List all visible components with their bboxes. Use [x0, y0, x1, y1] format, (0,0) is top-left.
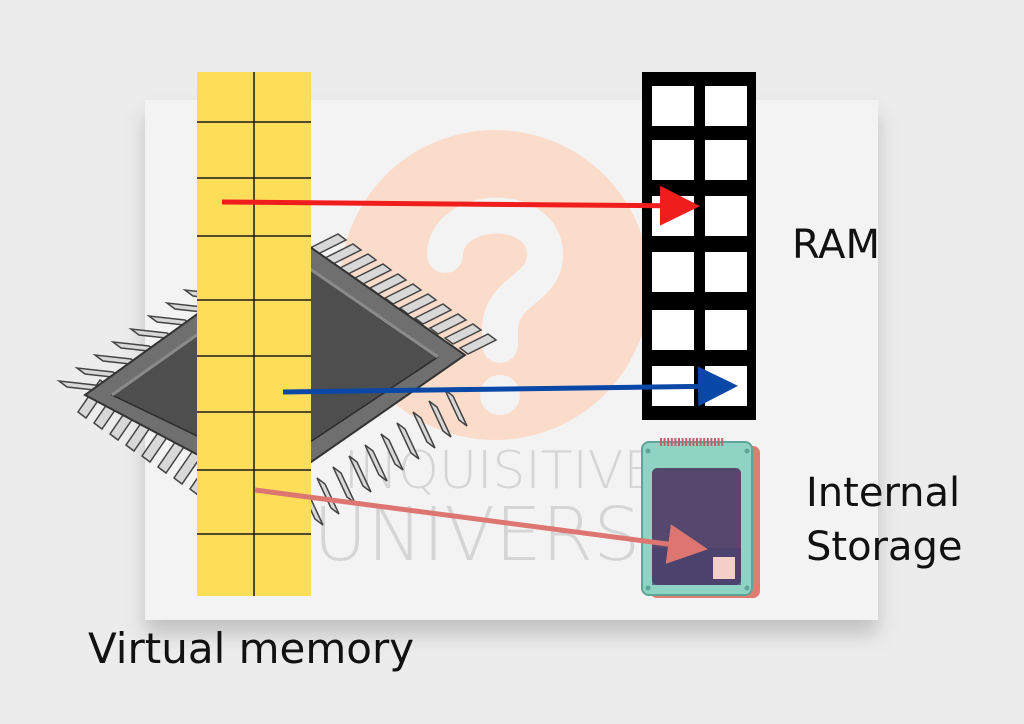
internal-storage-label: Internal Storage: [806, 466, 963, 574]
arrow-vm-to-storage: [254, 487, 708, 564]
arrow-vm-to-ram-red: [221, 185, 700, 226]
ram-grid: [642, 72, 756, 420]
ssd-icon: [641, 438, 760, 598]
watermark-line1: INQUISITIVE: [344, 441, 656, 501]
storage-label-line1: Internal: [806, 470, 961, 516]
storage-label-line2: Storage: [806, 524, 963, 570]
arrow-vm-to-ram-blue: [282, 366, 738, 407]
virtual-memory-label: Virtual memory: [88, 624, 415, 673]
virtual-memory-strip: [197, 72, 311, 596]
ram-label: RAM: [792, 222, 881, 268]
